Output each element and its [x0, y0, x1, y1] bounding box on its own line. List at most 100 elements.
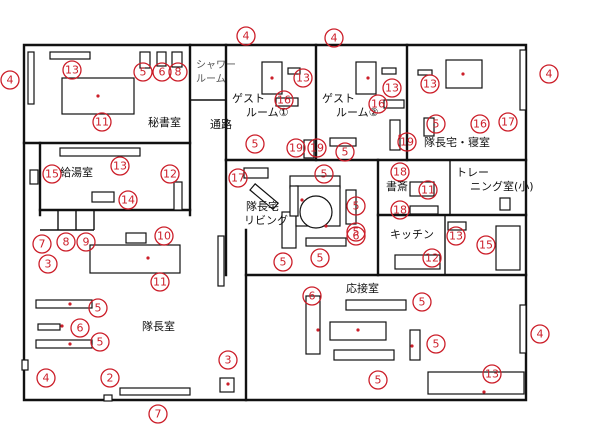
- anchor-dot-9: [60, 324, 64, 328]
- tag-circle: [390, 200, 410, 220]
- tag-circle: [273, 252, 293, 272]
- tag-label: 11: [153, 276, 167, 289]
- tag-marker-51: 5: [368, 370, 388, 390]
- room-label-captain-office: 隊長室: [142, 319, 175, 333]
- anchor-dot-3: [461, 72, 465, 76]
- tag-marker-4: 8: [168, 62, 188, 82]
- tag-circle: [88, 298, 108, 318]
- tag-label: 13: [449, 230, 463, 243]
- tag-circle: [335, 142, 355, 162]
- tag-label: 16: [277, 94, 291, 107]
- tag-label: 5: [280, 256, 287, 269]
- fixture-47: [409, 329, 421, 361]
- tag-label: 17: [231, 172, 245, 185]
- tag-circle: [228, 168, 248, 188]
- tag-circle: [42, 164, 62, 184]
- tag-marker-36: 13: [446, 226, 466, 246]
- tag-circle: [293, 68, 313, 88]
- tag-marker-32: 5: [310, 248, 330, 268]
- fixture-49: [519, 304, 527, 354]
- tag-label: 5: [95, 302, 102, 315]
- tag-marker-53: 13: [482, 364, 502, 384]
- fixture-11: [381, 67, 397, 75]
- room-label-captain-bed: 隊長宅・寝室: [424, 135, 490, 149]
- tag-marker-34: 11: [418, 180, 438, 200]
- tag-circle: [397, 132, 417, 152]
- anchor-dot-11: [316, 328, 320, 332]
- tag-marker-6: 4: [236, 26, 256, 46]
- tag-marker-42: 10: [154, 226, 174, 246]
- tag-marker-46: 6: [70, 318, 90, 338]
- tag-marker-55: 2: [100, 368, 120, 388]
- tag-marker-18: 19: [397, 132, 417, 152]
- tag-label: 13: [65, 64, 79, 77]
- fixture-34: [495, 225, 521, 271]
- room-label-corridor: 通路: [210, 118, 232, 131]
- tag-marker-29: 5: [346, 222, 366, 242]
- fixture-4: [171, 51, 183, 68]
- fixture-43: [305, 295, 321, 355]
- tag-marker-41: 7: [32, 234, 52, 254]
- fixture-46: [333, 349, 395, 361]
- tag-label: 5: [342, 146, 349, 159]
- tag-marker-2: 5: [133, 62, 153, 82]
- tag-marker-50: 5: [426, 334, 446, 354]
- tag-label: 2: [107, 372, 114, 385]
- fixture-45: [345, 299, 407, 311]
- tag-circle: [426, 114, 446, 134]
- tag-circle: [314, 164, 334, 184]
- tag-marker-35: 18: [390, 200, 410, 220]
- tag-circle: [70, 318, 90, 338]
- tag-label: 4: [7, 74, 14, 87]
- fixture-33: [447, 221, 467, 231]
- room-label-guest2: ゲストルーム②: [322, 92, 379, 119]
- tag-marker-23: 15: [42, 164, 62, 184]
- tag-marker-44: 3: [38, 254, 58, 274]
- anchor-dot-13: [410, 344, 414, 348]
- tag-circle: [530, 324, 550, 344]
- tag-circle: [310, 248, 330, 268]
- tag-circle: [118, 190, 138, 210]
- tag-marker-19: 5: [335, 142, 355, 162]
- tag-marker-5: 11: [92, 112, 112, 132]
- tag-marker-0: 4: [0, 70, 20, 90]
- room-label-kitchen: キッチン: [390, 228, 434, 241]
- tag-label: 13: [485, 368, 499, 381]
- tag-label: 15: [45, 168, 59, 181]
- tag-label: 6: [77, 322, 84, 335]
- tag-marker-30: 5: [273, 252, 293, 272]
- tag-label: 13: [385, 82, 399, 95]
- fixture-8: [275, 97, 299, 107]
- tag-marker-49: 5: [412, 292, 432, 312]
- tag-label: 5: [353, 226, 360, 239]
- tag-marker-45: 5: [88, 298, 108, 318]
- tag-marker-22: 12: [160, 164, 180, 184]
- tag-marker-11: 13: [382, 78, 402, 98]
- fixture-21: [29, 169, 39, 185]
- tag-label: 12: [425, 252, 439, 265]
- anchor-dot-14: [482, 390, 486, 394]
- tag-marker-56: 7: [148, 404, 168, 424]
- tag-circle: [274, 90, 294, 110]
- tag-circle: [412, 292, 432, 312]
- tag-circle: [62, 60, 82, 80]
- room-label-secretary: 秘書室: [148, 115, 181, 129]
- tag-marker-17: 19: [307, 138, 327, 158]
- tag-circle: [286, 138, 306, 158]
- fixture-48: [427, 371, 525, 395]
- tag-label: 10: [157, 230, 171, 243]
- tag-circle: [100, 368, 120, 388]
- fixture-41: [103, 394, 113, 402]
- tag-label: 9: [83, 236, 90, 249]
- tag-circle: [32, 234, 52, 254]
- tag-label: 5: [97, 336, 104, 349]
- tag-label: 11: [95, 116, 109, 129]
- tag-circle: [368, 370, 388, 390]
- anchor-dot-1: [270, 76, 274, 80]
- tag-label: 8: [63, 236, 70, 249]
- tag-circle: [482, 364, 502, 384]
- tag-label: 8: [175, 66, 182, 79]
- tag-circle: [133, 62, 153, 82]
- fixture-10: [355, 61, 377, 95]
